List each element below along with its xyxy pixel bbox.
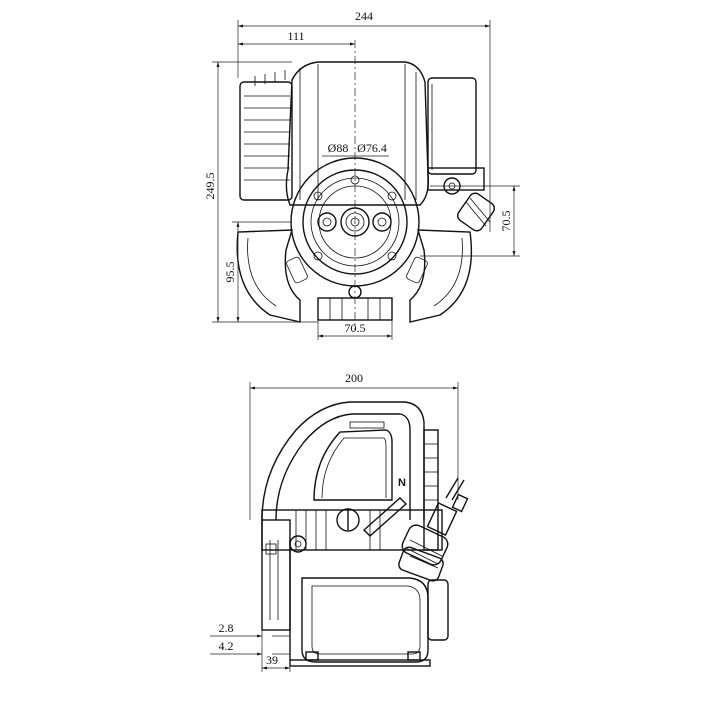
side-view: N 200: [210, 371, 469, 672]
dim-70-5-base: 70.5: [345, 321, 366, 335]
cooling-fins: [239, 70, 293, 201]
dim-95-5: 95.5: [223, 262, 237, 283]
recoil-starter: [261, 519, 291, 631]
choke-screw: [336, 508, 360, 532]
handle-frame: [261, 401, 425, 521]
dim-111: 111: [287, 29, 304, 43]
fuel-tank-side: [301, 577, 429, 663]
spark-plug: [401, 477, 469, 566]
dim-dia-76-4: Ø76.4: [357, 141, 387, 155]
air-filter-box: [427, 77, 477, 175]
dim-249-5: 249.5: [203, 173, 217, 200]
dim-4-2: 4.2: [219, 639, 234, 653]
front-view: 244 111 249.5 95.5 70.5 70.5 Ø88 Ø76.4: [203, 9, 520, 340]
dim-200: 200: [345, 371, 363, 385]
dim-2-8: 2.8: [219, 621, 234, 635]
base-plate: [289, 659, 431, 667]
dim-39: 39: [266, 653, 278, 667]
switch-lever: [362, 497, 408, 537]
fuel-tank-front: [236, 229, 301, 323]
switch-label-n: N: [398, 477, 406, 489]
dim-70-5-right: 70.5: [499, 211, 513, 232]
dim-dia-88: Ø88: [328, 141, 349, 155]
primer-knob: [398, 546, 444, 582]
dim-244: 244: [355, 9, 373, 23]
inner-window: [313, 429, 393, 501]
